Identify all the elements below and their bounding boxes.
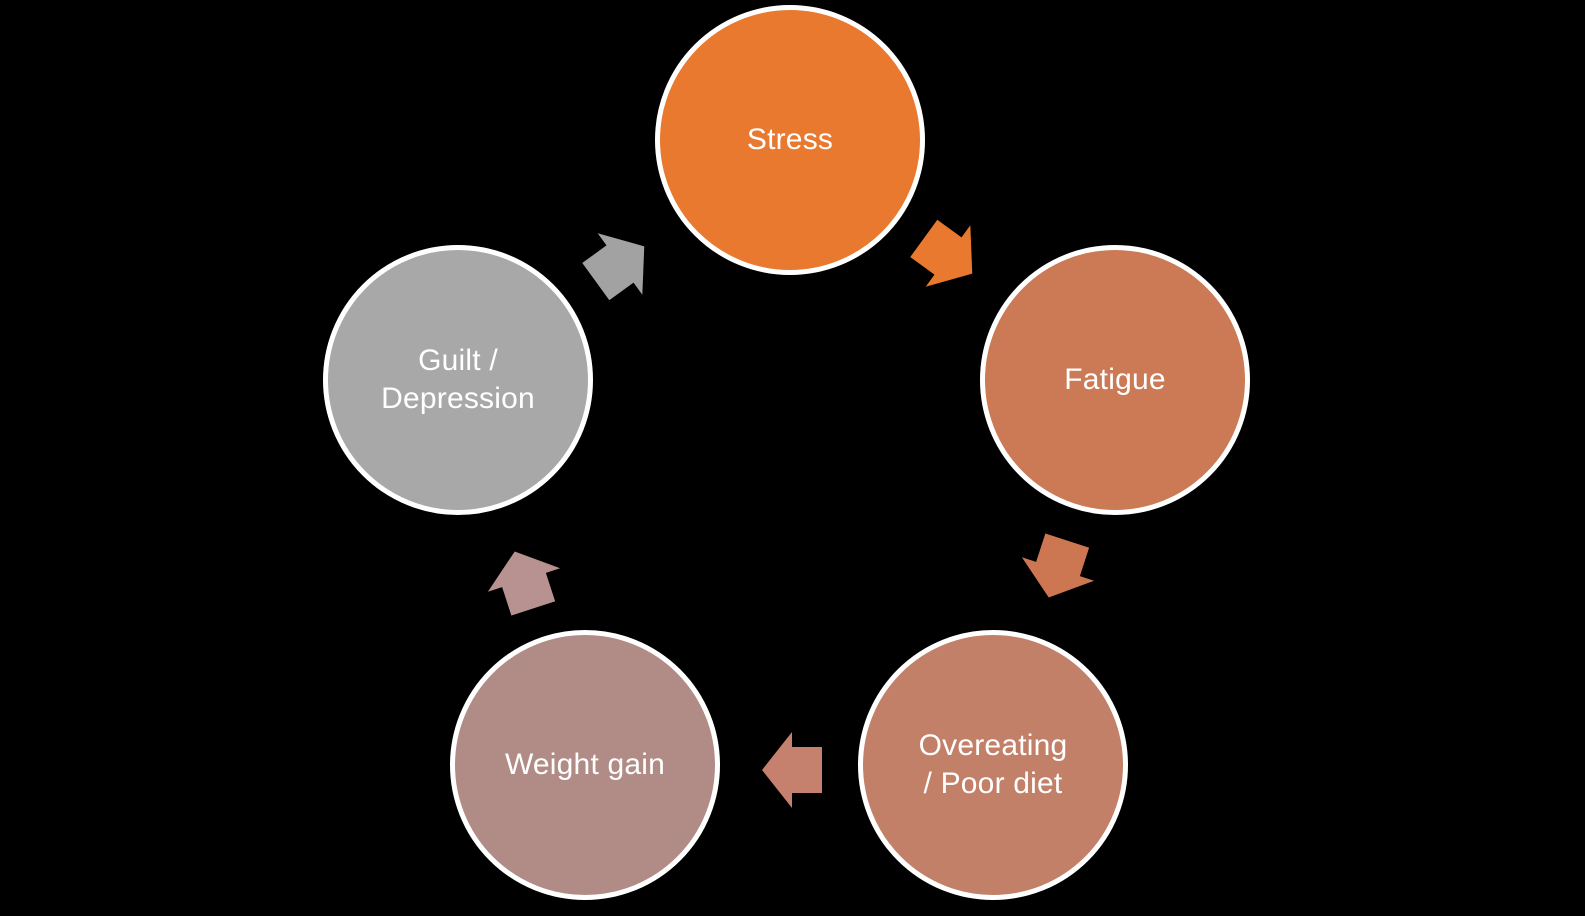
arrow-guilt-to-stress-icon (573, 216, 666, 313)
node-guilt-depression-label: Guilt / Depression (381, 342, 535, 418)
label-line: Weight gain (504, 748, 666, 781)
node-fatigue: Fatigue (980, 245, 1250, 515)
arrow-weight-to-guilt-icon (479, 540, 570, 621)
label-line: / Poor diet (923, 767, 1063, 800)
arrow-fatigue-to-overeating-icon (1013, 529, 1104, 610)
node-stress: Stress (655, 5, 925, 275)
node-overeating-label: Overeating / Poor diet (919, 727, 1068, 803)
node-stress-label: Stress (747, 121, 833, 159)
node-guilt-depression: Guilt / Depression (323, 245, 593, 515)
label-line: Stress (746, 123, 834, 156)
label-line: Depression (381, 382, 535, 415)
node-weight-gain: Weight gain (450, 630, 720, 900)
label-line: Overeating (918, 729, 1068, 762)
label-line: Fatigue (1064, 363, 1166, 396)
node-overeating: Overeating / Poor diet (858, 630, 1128, 900)
arrow-stress-to-fatigue-icon (901, 208, 994, 305)
node-weight-gain-label: Weight gain (505, 746, 665, 784)
arrow-overeating-to-weight-icon (762, 732, 822, 808)
node-fatigue-label: Fatigue (1064, 361, 1165, 399)
label-line: Guilt / (418, 344, 498, 377)
